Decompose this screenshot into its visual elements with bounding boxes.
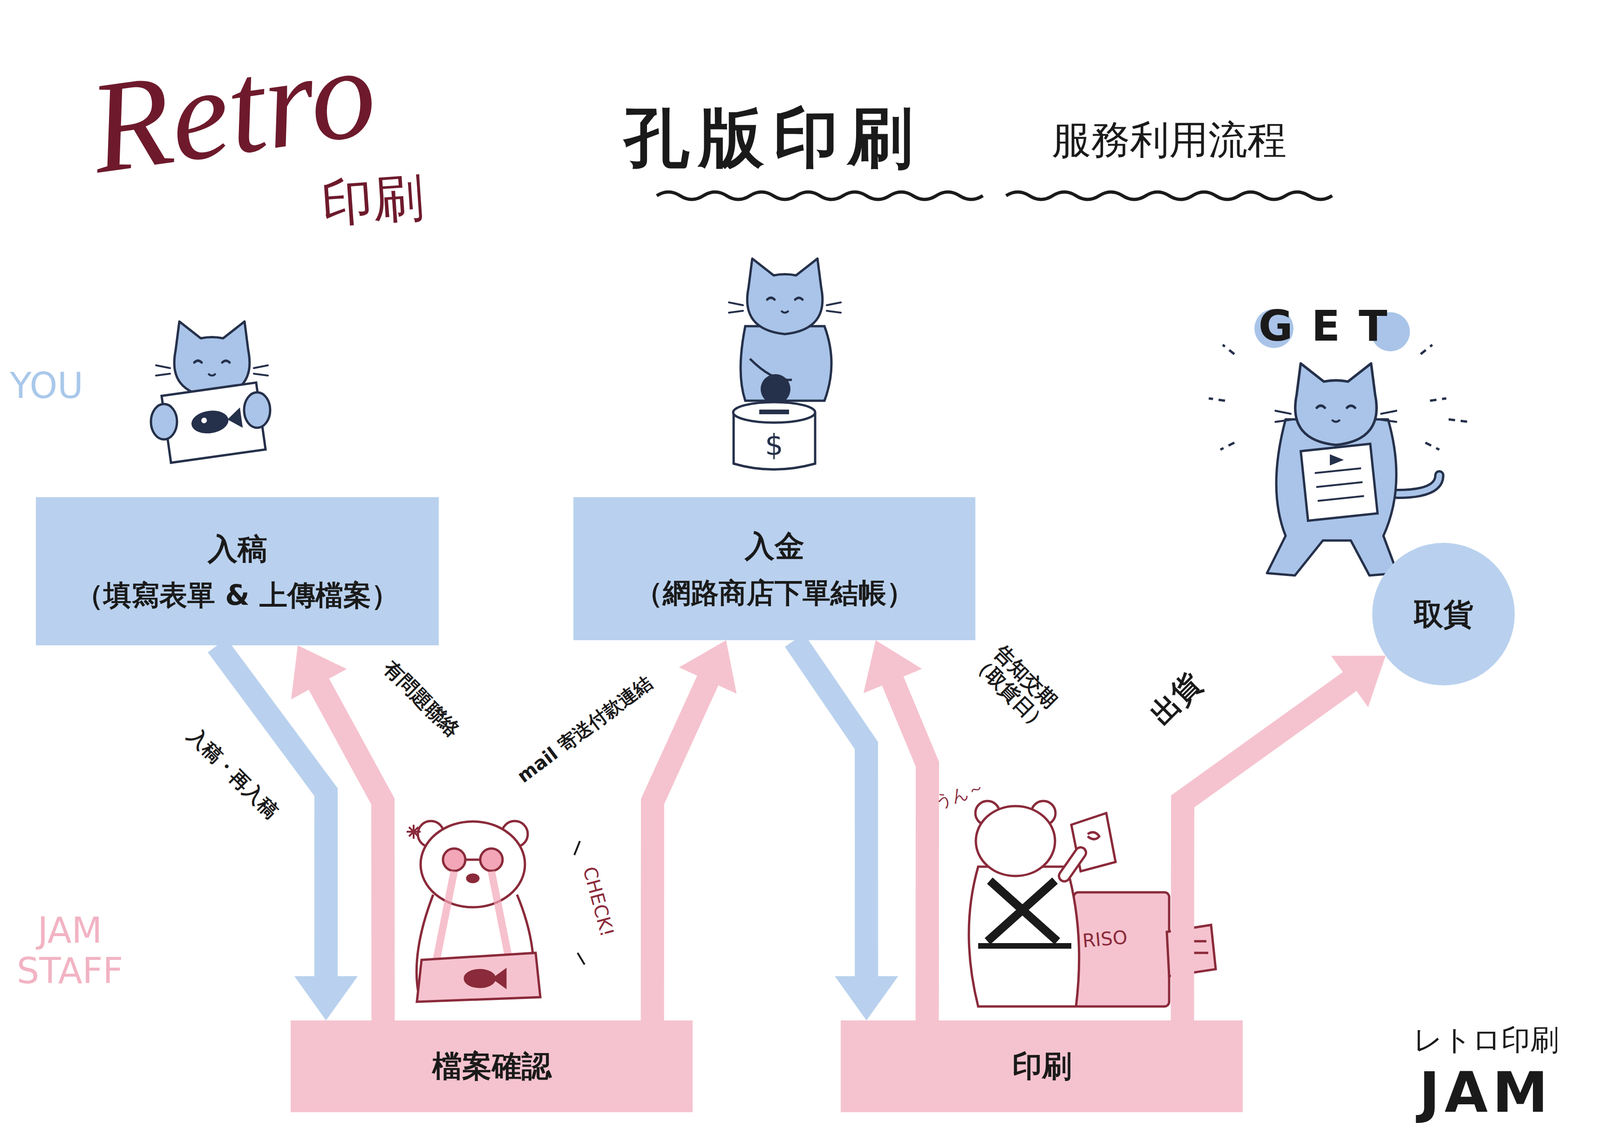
wavy-underline (1006, 191, 1333, 200)
process-box: 檔案確認 (290, 1020, 693, 1112)
wavy-underline (656, 191, 983, 200)
terminal-circle: 取貨 (1372, 542, 1515, 686)
process-box: 入稿（填寫表單 & 上傳檔案） (35, 497, 439, 646)
process-box: 印刷 (840, 1020, 1243, 1112)
node-heading: 入稿 (207, 524, 268, 573)
edge-label: 告知交期 （取貨日） (962, 629, 1074, 741)
process-box: 入金（網路商店下單結帳） (573, 497, 976, 640)
flow-arrow (1182, 655, 1386, 1021)
node-heading: 取貨 (1413, 590, 1474, 638)
edge-label: mail 寄送付款連結 (512, 671, 656, 787)
brand-logo: JAM (1419, 1060, 1553, 1125)
title: 孔版印刷 (624, 100, 923, 176)
edge-label: 有問題聯絡 (379, 656, 465, 742)
flow-arrow (794, 640, 899, 1021)
bear-checking (406, 820, 585, 1002)
logo-subtitle: 印刷 (319, 167, 426, 234)
cat-paying (728, 258, 841, 470)
edge-label: 出貨 (1143, 666, 1209, 731)
node-body: （網路商店下單結帳） (634, 570, 915, 615)
lane-label: YOU (9, 365, 84, 406)
node-heading: 檔案確認 (432, 1041, 552, 1090)
machine-label: RISO (1081, 925, 1129, 952)
edge-label: 入稿・再入稿 (183, 723, 283, 823)
node-heading: 印刷 (1012, 1041, 1072, 1090)
flow-arrow (863, 640, 928, 1021)
subtitle: 服務利用流程 (1051, 117, 1287, 163)
currency-symbol: $ (764, 428, 783, 462)
node-heading: 入金 (744, 522, 805, 570)
lane-label: JAM STAFF (2, 909, 138, 992)
node-body: （填寫表單 & 上傳檔案） (75, 572, 399, 618)
flow-arrow (291, 645, 383, 1021)
brand-name: レトロ印刷 (1413, 1022, 1560, 1056)
cat-with-drawing (150, 321, 271, 463)
flow-arrow (652, 640, 737, 1021)
exclamation: GET (1258, 301, 1407, 351)
sound-text: CHECK! (578, 864, 619, 939)
